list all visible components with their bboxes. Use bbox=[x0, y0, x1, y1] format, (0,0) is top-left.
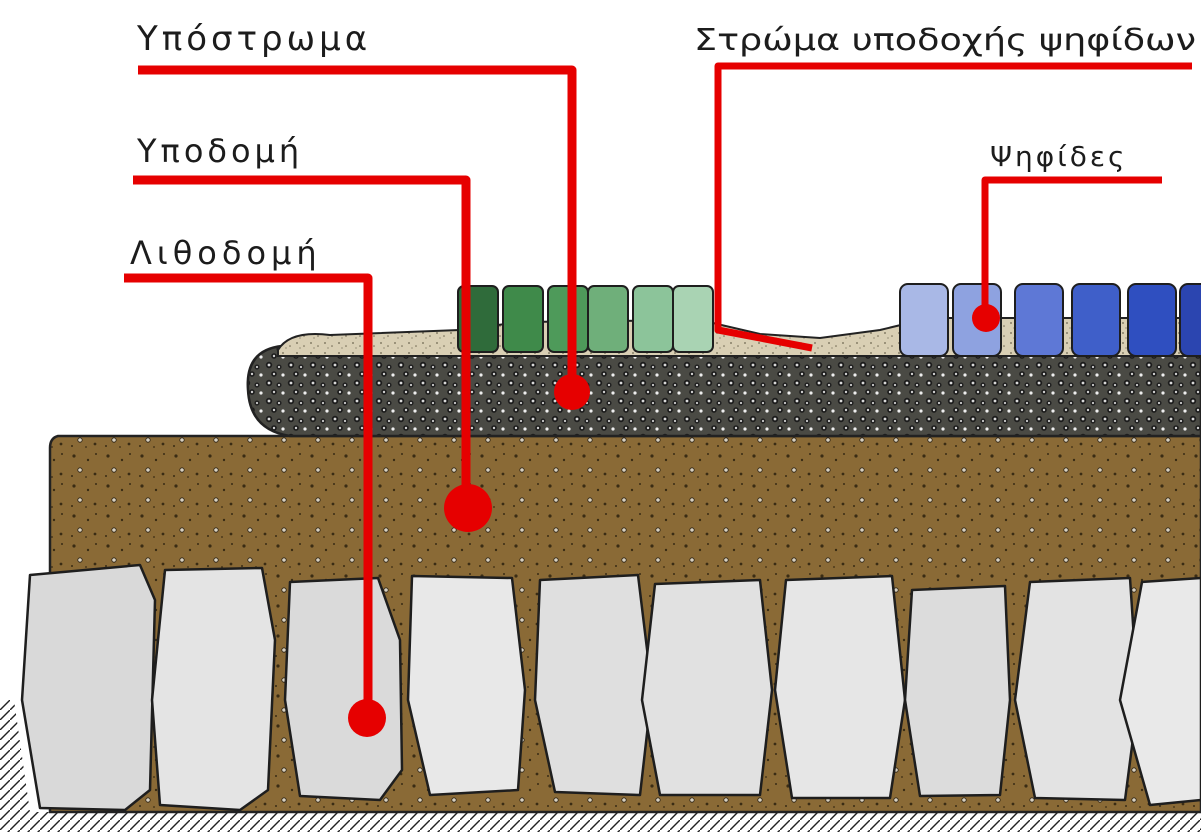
tessera-blue-6 bbox=[1180, 284, 1201, 356]
stone-6 bbox=[642, 580, 772, 795]
label-tesserae: Ψηφίδες bbox=[990, 140, 1127, 173]
tessera-green-4 bbox=[588, 286, 628, 352]
tessera-blue-1 bbox=[900, 284, 948, 356]
label-stone-base: Λιθοδομή bbox=[130, 234, 322, 272]
label-substrate: Υπόστρωμα bbox=[136, 19, 371, 59]
stone-5 bbox=[535, 575, 652, 795]
labels: Υπόστρωμα Στρώμα υποδοχής ψηφίδων Υποδομ… bbox=[130, 19, 1196, 272]
label-tesserae-bed: Στρώμα υποδοχής ψηφίδων bbox=[694, 23, 1196, 58]
tessera-blue-3 bbox=[1015, 284, 1063, 356]
stone-1 bbox=[22, 565, 155, 810]
dot-foundation bbox=[444, 484, 492, 532]
tessera-green-2 bbox=[503, 286, 543, 352]
stone-9 bbox=[1015, 578, 1138, 800]
tessera-green-5 bbox=[633, 286, 673, 352]
stone-8 bbox=[905, 586, 1010, 796]
dot-substrate bbox=[554, 374, 590, 410]
label-foundation: Υποδομή bbox=[136, 132, 303, 170]
dot-stone-base bbox=[348, 699, 386, 737]
stone-3 bbox=[285, 578, 402, 800]
tessera-green-6 bbox=[673, 286, 713, 352]
tessera-blue-5 bbox=[1128, 284, 1176, 356]
tessera-blue-4 bbox=[1072, 284, 1120, 356]
stone-7 bbox=[775, 576, 905, 798]
stone-2 bbox=[152, 568, 275, 810]
dot-tesserae bbox=[972, 304, 1000, 332]
stone-4 bbox=[408, 576, 525, 795]
